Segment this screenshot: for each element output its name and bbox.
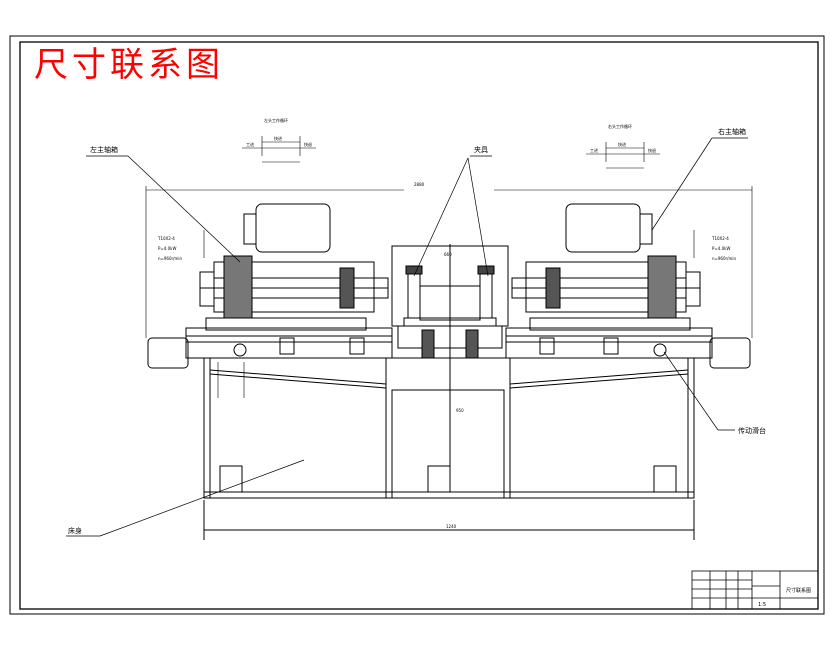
- right-cycle-c: 快退: [648, 147, 656, 153]
- bed: [203, 357, 695, 540]
- left-motor-rpm: n=960r/min: [158, 256, 183, 261]
- callout-left-spindle: 左主轴箱: [90, 145, 118, 154]
- title-block-ratio: 1:5: [758, 602, 766, 608]
- drawing-title: 尺寸联系图: [34, 45, 224, 85]
- bed-width-dim: 1240: [446, 524, 457, 529]
- left-spindle-box: [199, 203, 389, 319]
- right-motor-spec: T10X2-4: [711, 236, 729, 241]
- right-motor-kw: P=4.0kW: [712, 246, 730, 251]
- center-dim: 660: [444, 252, 452, 257]
- left-cycle-b: 工进: [246, 141, 254, 147]
- outer-border: [9, 35, 825, 615]
- title-block: [691, 570, 819, 610]
- left-motor-spec: T10X2-4: [157, 236, 175, 241]
- right-cycle-b: 工进: [590, 147, 598, 153]
- right-cycle-diagram: [586, 142, 660, 169]
- overall-width-dim: 2880: [414, 182, 425, 187]
- leader-lines: [66, 137, 748, 537]
- left-cycle-a: 快进: [274, 135, 282, 141]
- right-motor-rpm: n=960r/min: [712, 256, 737, 261]
- inner-border: [19, 41, 819, 610]
- fixture: [391, 244, 509, 478]
- title-block-name: 尺寸联系图: [786, 587, 811, 594]
- right-dim-lines: [494, 186, 753, 338]
- right-spindle-box: [511, 203, 701, 319]
- callout-slide: 传动滑台: [738, 426, 766, 435]
- callout-right-spindle: 右主轴箱: [718, 127, 746, 136]
- fixture-height-dim: 950: [456, 408, 464, 413]
- left-motor-kw: P=4.0kW: [158, 246, 176, 251]
- right-cycle-a: 快进: [618, 141, 626, 147]
- callout-fixture: 夹具: [474, 145, 488, 154]
- left-slide: [147, 317, 393, 369]
- left-cycle-title: 左头工作循环: [264, 117, 288, 123]
- left-cycle-diagram: [242, 136, 316, 163]
- right-cycle-title: 右头工作循环: [608, 123, 632, 129]
- left-dim-lines: [145, 186, 404, 398]
- callout-bed: 床身: [68, 526, 82, 535]
- left-cycle-c: 快退: [304, 141, 312, 147]
- right-slide: [505, 317, 751, 369]
